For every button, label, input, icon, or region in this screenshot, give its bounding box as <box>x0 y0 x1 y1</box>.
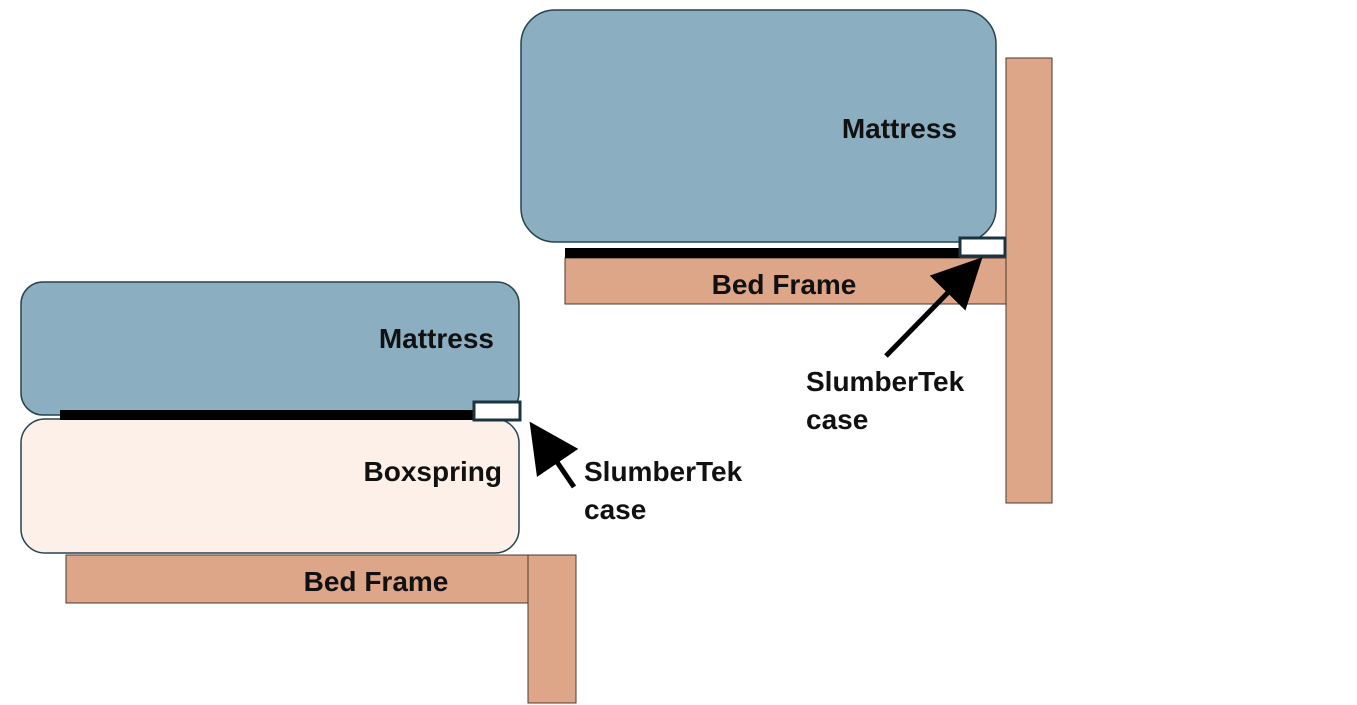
left-bed-frame-label: Bed Frame <box>304 566 449 597</box>
right-slumbertek-case <box>958 236 1007 258</box>
left-frame-rail <box>65 554 529 604</box>
right-liner-strip <box>565 248 960 258</box>
right-case-label-line1: SlumberTek <box>806 366 965 397</box>
right-setup: Bed Frame Mattress SlumberTek case <box>520 9 1053 504</box>
left-case-label-line2: case <box>584 494 646 525</box>
left-mattress-label: Mattress <box>379 323 494 354</box>
right-mattress <box>520 9 997 243</box>
left-setup: Bed Frame Boxspring Mattress SlumberTek … <box>20 281 743 704</box>
right-mattress-label: Mattress <box>842 113 957 144</box>
right-case-label-line2: case <box>806 404 868 435</box>
left-liner-strip <box>60 410 474 420</box>
left-boxspring-label: Boxspring <box>364 456 502 487</box>
left-case-arrow <box>529 421 579 489</box>
right-frame-post <box>1005 57 1053 504</box>
left-slumbertek-case <box>472 400 522 422</box>
right-case-arrow <box>884 257 983 358</box>
left-frame-post <box>527 554 577 704</box>
left-case-label-line1: SlumberTek <box>584 456 743 487</box>
right-bed-frame-label: Bed Frame <box>712 269 857 300</box>
